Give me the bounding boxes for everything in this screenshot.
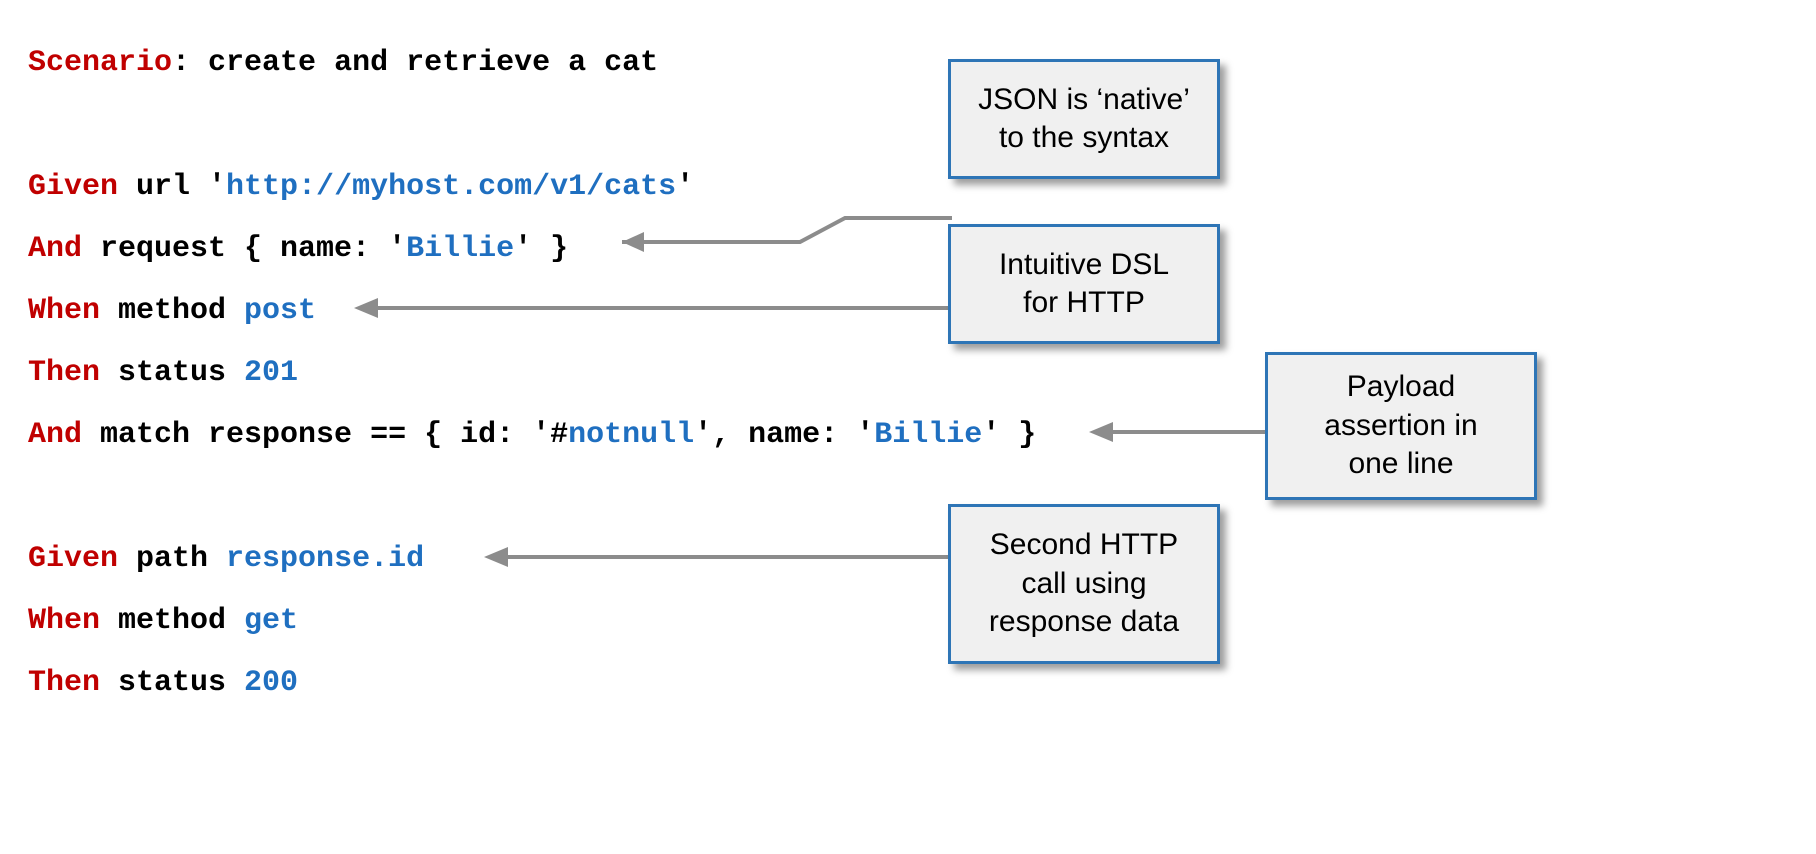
code-token: ' [514,232,533,266]
code-token: notnull [568,418,695,452]
code-token: '# [532,418,569,452]
callout-text-line: assertion in [1324,408,1478,442]
code-token: status [100,666,245,700]
code-token: 200 [244,666,299,700]
callout-intuitive-dsl: Intuitive DSL for HTTP [948,224,1220,344]
callout-text-line: Payload [1346,370,1456,404]
code-token: response.id [226,542,425,576]
callout-payload-assertion: Payload assertion in one line [1265,352,1537,500]
arrow-json-native [622,216,952,252]
code-token: method [100,294,245,328]
code-token: ' [982,418,1001,452]
code-token: get [244,604,299,638]
code-token: Then [28,666,101,700]
code-token: : [172,46,209,80]
code-token: ' [856,418,875,452]
callout-text-line: Second HTTP [989,528,1179,562]
code-token: ' [694,418,713,452]
callout-text-line: response data [988,605,1180,639]
callout-text-line: call using [1021,566,1147,600]
code-line-given-url: Given url 'http://myhost.com/v1/cats' [28,156,1036,218]
code-token: And [28,418,83,452]
code-token: Billie [874,418,983,452]
code-token: path [118,542,227,576]
callout-text-line: to the syntax [998,121,1170,154]
code-token: post [244,294,317,328]
callout-text: Payload assertion in one line [1324,368,1477,483]
callout-text: JSON is ‘native’ to the syntax [978,81,1190,158]
callout-text-line: JSON is ‘native’ [978,82,1190,116]
code-line-then-status-200: Then status 200 [28,652,1036,714]
callout-text-line: Intuitive DSL [998,247,1170,281]
code-token: Given [28,542,119,576]
arrow-payload-assertion [1089,422,1271,442]
code-token: Given [28,170,119,204]
code-token: match response == { id: [82,418,533,452]
code-token: ' [676,170,695,204]
code-token: create and retrieve a cat [208,46,659,80]
code-token: ' [208,170,227,204]
callout-text-line: one line [1348,447,1454,481]
code-line-then-status-201: Then status 201 [28,342,1036,404]
code-line-when-method-get: When method get [28,590,1036,652]
code-line-blank-1 [28,94,1036,156]
code-token: url [118,170,209,204]
code-token: 201 [244,356,299,390]
code-token: ' [388,232,407,266]
code-token: And [28,232,83,266]
code-token: status [100,356,245,390]
code-token: Scenario [28,46,173,80]
code-token: request { name: [82,232,389,266]
callout-text: Second HTTP call using response data [989,526,1179,641]
code-line-and-request: And request { name: 'Billie' } [28,218,1036,280]
code-line-when-method-post: When method post [28,280,1036,342]
code-token: , name: [712,418,857,452]
callout-text: Intuitive DSL for HTTP [999,246,1169,323]
code-line-and-match-response: And match response == { id: '#notnull', … [28,404,1036,466]
code-token: method [100,604,245,638]
code-token: When [28,294,101,328]
code-token: When [28,604,101,638]
callout-json-native: JSON is ‘native’ to the syntax [948,59,1220,179]
code-token: Billie [406,232,515,266]
code-token: http://myhost.com/v1/cats [226,170,677,204]
arrow-intuitive-dsl [354,298,954,318]
code-line-blank-2 [28,466,1036,528]
callout-second-http-call: Second HTTP call using response data [948,504,1220,664]
callout-text-line: for HTTP [1023,286,1145,319]
code-line-scenario: Scenario: create and retrieve a cat [28,32,1036,94]
code-token: } [1000,418,1037,452]
code-token: Then [28,356,101,390]
code-token: } [532,232,569,266]
arrow-second-http-call [484,547,956,567]
code-line-given-path: Given path response.id [28,528,1036,590]
